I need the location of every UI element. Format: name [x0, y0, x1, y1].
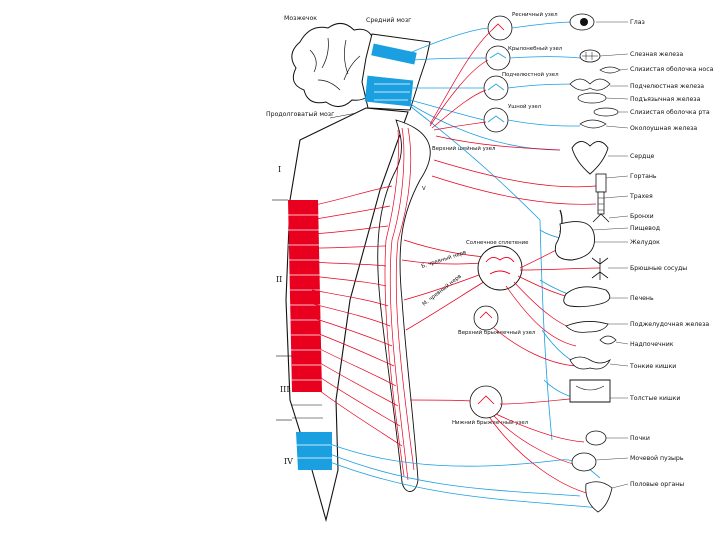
submandibular-ganglion-label: Подчелюстной узел — [502, 71, 559, 78]
submandibular-ganglion — [484, 76, 508, 100]
organ-icons — [555, 14, 620, 512]
organ-label: Мочевой пузырь — [630, 454, 684, 462]
bladder-icon — [572, 453, 596, 471]
organ-label: Слизистая оболочка рта — [630, 108, 710, 116]
lacrimal-gland-icon — [580, 50, 600, 62]
organ-label: Половые органы — [630, 481, 684, 488]
organ-label: Подчелюстная железа — [630, 83, 704, 90]
ciliary-ganglion — [488, 16, 512, 40]
stomach-icon — [555, 222, 594, 260]
organ-label: Тонкие кишки — [629, 363, 676, 370]
segment-label-3: III — [280, 385, 289, 394]
medulla-label: Продолговатый мозг — [266, 110, 334, 118]
organ-label: Глаз — [630, 19, 645, 26]
organ-label: Сердце — [630, 153, 655, 160]
label-leader-lines — [592, 22, 628, 488]
pterygopalatine-ganglion — [486, 46, 510, 70]
inferior-mesenteric-ganglion — [470, 386, 502, 418]
ciliary-ganglion-label: Ресничный узел — [512, 11, 558, 18]
organ-label: Гортань — [630, 173, 657, 180]
nasal-mucosa-icon — [600, 67, 620, 73]
organ-label: Толстые кишки — [629, 395, 680, 402]
eye-icon — [570, 14, 594, 30]
organ-label: Бронхи — [630, 213, 654, 220]
oral-mucosa-icon — [594, 108, 618, 116]
greater-splanchnic-label: Б. чревный нерв — [420, 249, 467, 270]
adrenal-gland-icon — [600, 336, 616, 344]
liver-icon — [564, 287, 610, 307]
superior-mesenteric-ganglion — [474, 306, 498, 330]
celiac-plexus-label: Солнечное сплетение — [466, 240, 529, 246]
organ-label: Трахея — [629, 193, 653, 200]
sublingual-gland-icon — [578, 93, 606, 103]
pancreas-icon — [566, 321, 608, 332]
brainstem — [362, 34, 430, 110]
inferior-mesenteric-ganglion-label: Нижний брыжеечный узел — [452, 419, 528, 426]
organ-label: Пищевод — [630, 225, 660, 232]
organ-label: Желудок — [630, 239, 660, 246]
organ-label: Поджелудочная железа — [630, 321, 709, 328]
segment-label-4: IV — [284, 457, 293, 466]
larynx-icon — [596, 174, 606, 192]
abdominal-vessels-icon — [592, 258, 608, 280]
organ-label: Почки — [630, 435, 650, 442]
parotid-gland-icon — [580, 120, 606, 128]
organ-label: Брюшные сосуды — [630, 265, 687, 272]
trachea-icon — [598, 192, 604, 214]
organ-label: Печень — [630, 295, 654, 302]
segment-label-2: II — [276, 275, 282, 284]
small-intestine-icon — [570, 357, 610, 369]
otic-ganglion — [484, 108, 508, 132]
segment-label-1: I — [278, 165, 281, 174]
organ-label: Слизистая оболочка носа — [630, 65, 714, 73]
midbrain-label: Средний мозг — [366, 16, 411, 24]
otic-ganglion-label: Ушной узел — [508, 103, 541, 110]
organ-label: Надпочечник — [630, 341, 674, 348]
cerebellum-label: Мозжечок — [284, 15, 317, 22]
genital-organs-icon — [586, 482, 612, 512]
bronchi-icon — [593, 214, 609, 222]
superior-cervical-ganglion-label: Верхний шейный узел — [432, 145, 495, 152]
organ-label-list: Глаз Слезная железа Слизистая оболочка н… — [629, 19, 714, 488]
lesser-splanchnic-label: М. чревный нерв — [421, 273, 463, 308]
submandibular-gland-icon — [570, 79, 610, 90]
organ-label: Подъязычная железа — [630, 96, 701, 103]
large-intestine-icon — [570, 380, 610, 402]
heart-icon — [572, 141, 608, 174]
pterygopalatine-ganglion-label: Крылонебный узел — [508, 45, 562, 52]
chain-roman-label: V — [422, 186, 426, 192]
kidney-icon — [586, 431, 606, 445]
organ-label: Слезная железа — [630, 51, 683, 58]
organ-label: Околоушная железа — [630, 125, 697, 132]
